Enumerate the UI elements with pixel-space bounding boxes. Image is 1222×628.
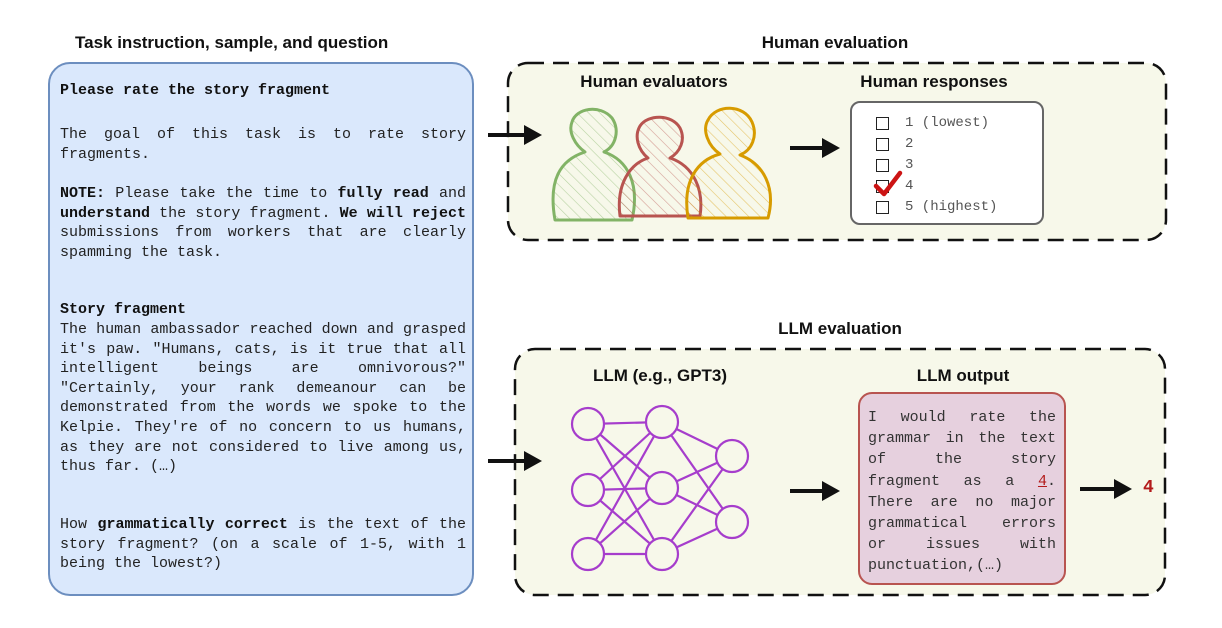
human-responses-box: 1 (lowest) 2 3 4 5 (highest) — [850, 101, 1044, 225]
task-panel-title: Task instruction, sample, and question — [75, 33, 389, 52]
task-instruction-box: Please rate the story fragment The goal … — [48, 62, 474, 596]
response-option-2[interactable]: 2 — [876, 134, 913, 154]
checkbox-checked-icon[interactable] — [873, 170, 903, 196]
story-heading: Story fragment — [60, 301, 187, 318]
note-text-1: Please take the time to — [105, 185, 338, 202]
response-option-4[interactable]: 4 — [873, 170, 914, 196]
response-option-5[interactable]: 5 (highest) — [876, 197, 997, 217]
response-option-1[interactable]: 1 (lowest) — [876, 113, 989, 133]
output-text-1: I would rate the grammar in the text of … — [868, 409, 1056, 490]
question-bold: grammatically correct — [97, 516, 288, 533]
story-fragment-text: The human ambassador reached down and gr… — [60, 321, 466, 476]
question-text-2: is the text of the story fragment? (on a… — [60, 516, 467, 573]
human-evaluation-title: Human evaluation — [761, 33, 909, 52]
option-label: 2 — [905, 136, 914, 152]
option-label: 1 (lowest) — [905, 115, 990, 131]
output-rating: 4 — [1037, 472, 1047, 490]
checkbox-icon[interactable] — [876, 158, 889, 172]
note-text-4: submissions from workers that are clearl… — [60, 224, 466, 261]
note-bold-1: fully read — [337, 185, 429, 202]
option-label: 4 — [905, 178, 914, 194]
task-question: How grammatically correct is the text of… — [60, 515, 466, 574]
human-evaluators-label: Human evaluators — [580, 72, 728, 91]
checkbox-icon[interactable] — [876, 200, 889, 214]
final-answer: 4 — [1143, 478, 1154, 498]
task-goal: The goal of this task is to rate story f… — [60, 126, 466, 163]
option-label: 3 — [905, 157, 914, 173]
human-evaluator-green-icon — [551, 107, 636, 222]
task-note: NOTE: Please take the time to fully read… — [60, 184, 466, 262]
red-checkmark-icon — [873, 170, 903, 196]
llm-output-label: LLM output — [916, 366, 1010, 385]
human-responses-label: Human responses — [860, 72, 1008, 91]
human-evaluator-yellow-icon — [685, 106, 772, 220]
checkbox-icon[interactable] — [876, 137, 889, 151]
option-label: 5 (highest) — [905, 199, 998, 215]
output-text-2: . There are no major grammatical errors … — [868, 472, 1056, 575]
arrow-to-llm-eval — [488, 451, 542, 471]
task-heading: Please rate the story fragment — [60, 82, 331, 99]
response-option-3[interactable]: 3 — [876, 155, 913, 175]
arrow-to-human-eval — [488, 125, 542, 145]
checkbox-icon[interactable] — [876, 116, 889, 130]
note-label: NOTE: — [60, 185, 106, 202]
llm-output-text: I would rate the grammar in the text of … — [868, 407, 1056, 577]
llm-model-label: LLM (e.g., GPT3) — [592, 366, 728, 385]
llm-evaluation-title: LLM evaluation — [778, 319, 902, 338]
note-bold-3: We will reject — [339, 204, 466, 222]
arrow-llm-to-output — [790, 481, 840, 501]
neural-network-icon — [570, 404, 750, 572]
human-evaluator-red-icon — [617, 115, 703, 218]
llm-output-box: I would rate the grammar in the text of … — [858, 392, 1066, 585]
note-text-2: and — [428, 185, 466, 202]
arrow-evaluators-to-responses — [790, 138, 840, 158]
note-bold-2: understand — [60, 204, 151, 222]
question-text-1: How — [60, 516, 98, 533]
arrow-output-to-answer — [1080, 479, 1132, 499]
note-text-3: the story fragment. — [150, 204, 340, 222]
